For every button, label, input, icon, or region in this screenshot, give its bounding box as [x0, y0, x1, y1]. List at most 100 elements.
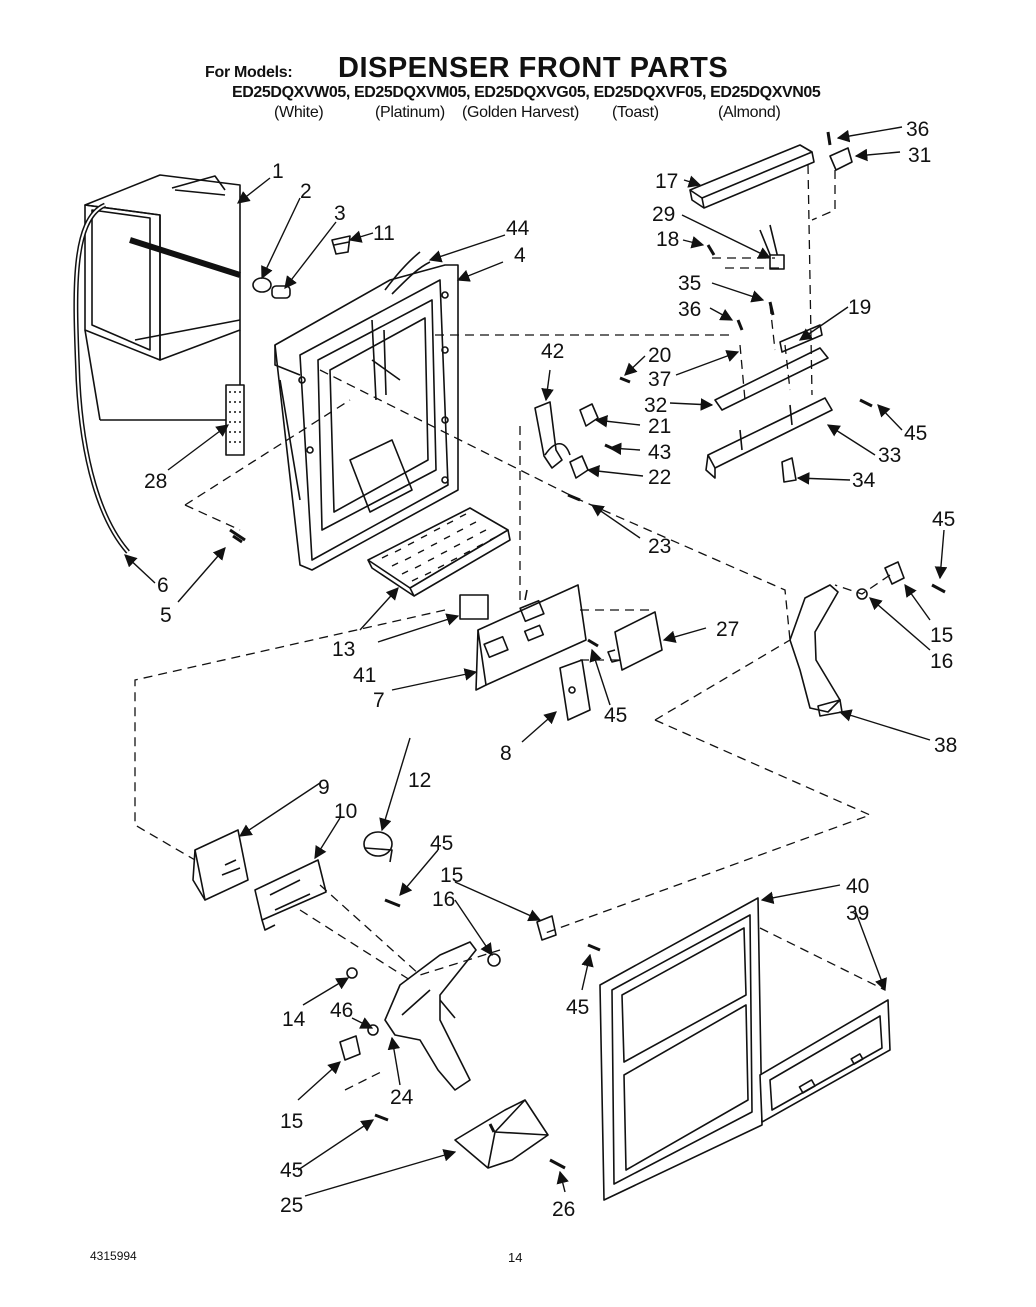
label-pad	[459, 594, 489, 620]
switch-lever	[569, 455, 589, 479]
callout-43: 43	[648, 441, 671, 464]
callout-17: 17	[655, 170, 678, 193]
callout-12: 12	[408, 769, 431, 792]
motor-cover	[363, 831, 393, 863]
wire-harness	[384, 251, 431, 295]
retainer-ring	[252, 277, 272, 293]
callout-24: 24	[390, 1086, 414, 1109]
control-panel-bracket	[475, 584, 587, 691]
callout-28: 28	[144, 470, 167, 493]
callout-31: 31	[908, 144, 931, 167]
callout-37: 37	[648, 368, 671, 391]
model-color-toast: (Toast)	[612, 104, 659, 121]
model-color-almond: (Almond)	[718, 104, 781, 121]
callout-38: 38	[934, 734, 957, 757]
callout-10: 10	[334, 800, 357, 823]
callout-23: 23	[648, 535, 671, 558]
page-number: 14	[508, 1250, 523, 1265]
callout-6: 6	[157, 574, 169, 597]
cover-plate	[607, 611, 663, 671]
model-color-white: (White)	[274, 104, 324, 121]
ice-bin-housing	[84, 174, 241, 421]
washer-right	[856, 588, 868, 600]
model-color-golden-harvest: (Golden Harvest)	[462, 104, 580, 121]
pivot-pin	[346, 967, 358, 979]
wire-nut	[331, 235, 351, 255]
dispenser-cover	[192, 829, 249, 901]
callout-15-a: 15	[930, 624, 953, 647]
callout-13: 13	[332, 638, 355, 661]
assembly-lines	[134, 164, 891, 1091]
callout-45-b: 45	[904, 422, 927, 445]
page-title: DISPENSER FRONT PARTS	[338, 52, 729, 84]
callout-16-b: 16	[432, 888, 455, 911]
actuator-bracket	[705, 397, 833, 479]
part-number: 4315994	[90, 1249, 137, 1263]
callout-19: 19	[848, 296, 871, 319]
leader-lines	[124, 126, 948, 1197]
callout-15-c: 15	[280, 1110, 303, 1133]
dispenser-arm	[384, 941, 477, 1091]
callout-14: 14	[282, 1008, 306, 1031]
water-tube	[73, 202, 130, 554]
dispenser-housing-frame	[274, 264, 459, 571]
callout-22: 22	[648, 466, 671, 489]
callout-45-a: 45	[604, 704, 627, 727]
ice-chute	[454, 1099, 549, 1169]
callout-15-b: 15	[440, 864, 463, 887]
hinge-bracket-lower	[339, 1035, 361, 1061]
callout-11: 11	[373, 222, 395, 245]
callout-36-a: 36	[678, 298, 701, 321]
water-dispenser-panel	[759, 999, 891, 1123]
bracket-plate	[559, 659, 591, 721]
callout-44: 44	[506, 217, 530, 240]
callout-32: 32	[644, 394, 667, 417]
callout-16-a: 16	[930, 650, 953, 673]
callout-21: 21	[648, 415, 671, 438]
hinge-bracket	[536, 915, 557, 941]
callout-18: 18	[656, 228, 679, 251]
washer	[487, 953, 501, 967]
model-numbers: ED25DQXVW05, ED25DQXVM05, ED25DQXVG05, E…	[232, 84, 821, 101]
callout-1: 1	[272, 160, 284, 183]
door-trim-panel	[599, 897, 763, 1201]
microswitch-actuator	[579, 403, 599, 427]
callout-8: 8	[500, 742, 512, 765]
bushing	[271, 285, 291, 299]
callout-45-c: 45	[932, 508, 955, 531]
lever-arm	[534, 401, 571, 469]
callout-40: 40	[846, 875, 869, 898]
callout-29: 29	[652, 203, 675, 226]
callout-labels: 1 2 3 11 44 4 28 6 5 13 41 7 8 42 20 21 …	[144, 118, 957, 1221]
callout-25: 25	[280, 1194, 303, 1217]
callout-35: 35	[678, 272, 701, 295]
callout-3: 3	[334, 202, 346, 225]
clip	[829, 147, 853, 171]
callout-26: 26	[552, 1198, 575, 1221]
callout-46: 46	[330, 999, 353, 1022]
model-color-platinum: (Platinum)	[375, 104, 445, 121]
callout-27: 27	[716, 618, 739, 641]
callout-7: 7	[373, 689, 385, 712]
drip-grille	[367, 507, 511, 597]
slide-bracket	[254, 859, 327, 931]
callout-20: 20	[648, 344, 671, 367]
callout-41: 41	[353, 664, 376, 687]
callout-42: 42	[541, 340, 564, 363]
switch-with-wires	[759, 224, 785, 270]
callout-9: 9	[318, 776, 330, 799]
callout-2: 2	[300, 180, 312, 203]
hinge-bracket-right	[884, 561, 905, 585]
callout-45-f: 45	[280, 1159, 303, 1182]
callout-45-e: 45	[566, 996, 589, 1019]
callout-36-b: 36	[906, 118, 929, 141]
top-channel	[689, 144, 815, 209]
callout-4: 4	[514, 244, 526, 267]
callout-45-d: 45	[430, 832, 453, 855]
foam-strip	[225, 384, 245, 456]
spring	[781, 457, 797, 483]
callout-5: 5	[160, 604, 172, 627]
dispenser-arm-right	[789, 584, 843, 717]
for-models-label: For Models:	[205, 64, 293, 81]
